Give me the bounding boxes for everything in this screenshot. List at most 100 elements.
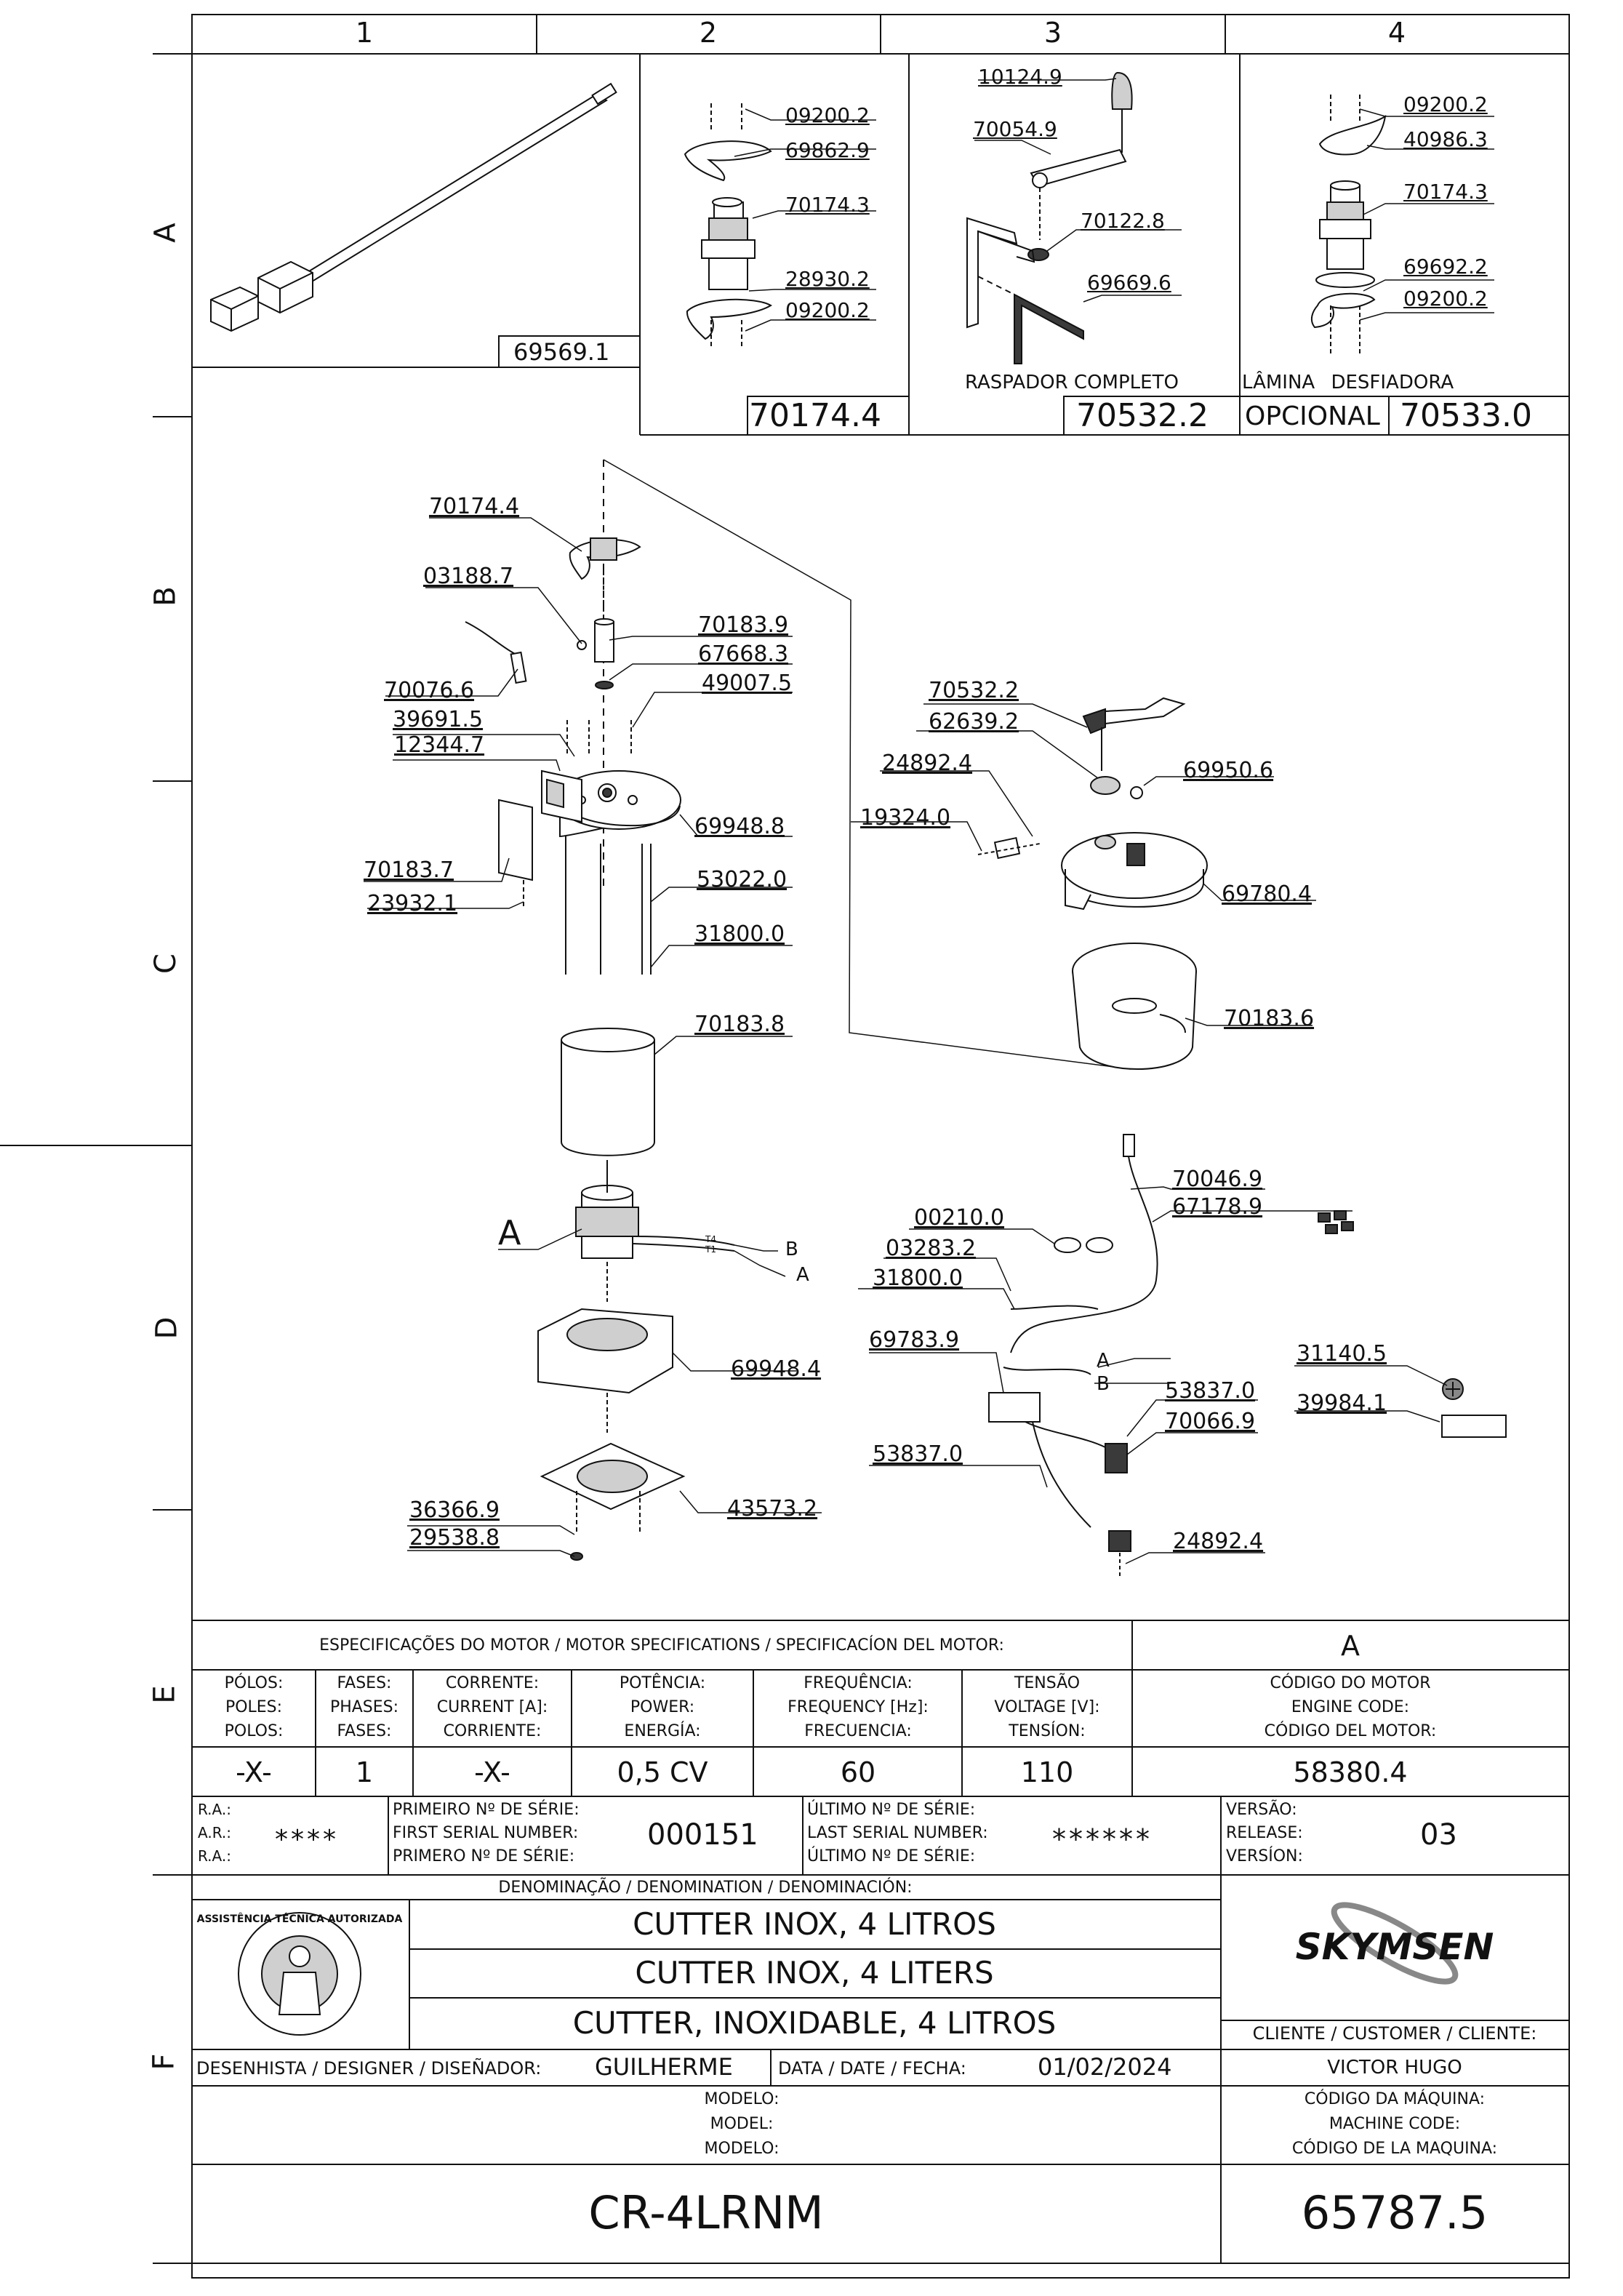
- machine-code-label: CÓDIGO DE LA MAQUINA:: [1291, 2140, 1498, 2158]
- machine-code-label: MACHINE CODE:: [1329, 2115, 1461, 2133]
- spec-label: CÓDIGO DEL MOTOR:: [1264, 1722, 1437, 1740]
- first-serial-label: PRIMEIRO Nº DE SÉRIE:: [393, 1801, 580, 1819]
- spec-label: FASES:: [337, 1674, 392, 1692]
- spec-value-power: 0,5 CV: [617, 1756, 708, 1788]
- first-serial-value: 000151: [647, 1818, 758, 1852]
- product-name-es: CUTTER, INOXIDABLE, 4 LITROS: [572, 2005, 1057, 2041]
- part-callout: 70183.6: [1224, 1006, 1315, 1031]
- spec-value-poles: -X-: [236, 1756, 272, 1788]
- spec-label: FREQUENCY [Hz]:: [788, 1698, 929, 1716]
- part-callout: 36366.9: [409, 1497, 500, 1523]
- wire-label: A: [796, 1264, 809, 1286]
- callout-leader-lines: [364, 78, 1494, 1564]
- part-callout: 12344.7: [394, 732, 485, 758]
- grid-col-3: 3: [1043, 17, 1062, 49]
- last-serial-label: LAST SERIAL NUMBER:: [807, 1824, 988, 1842]
- wire-label: B: [785, 1239, 798, 1260]
- customer-value: VICTOR HUGO: [1327, 2057, 1462, 2079]
- wire-label: T4: [705, 1234, 716, 1244]
- grid-row-b: B: [148, 586, 183, 607]
- part-callout: 67178.9: [1172, 1194, 1263, 1220]
- spec-value-current: -X-: [474, 1756, 510, 1788]
- wire-label: T1: [705, 1244, 716, 1255]
- spec-label: FREQUÊNCIA:: [804, 1674, 913, 1692]
- part-callout: 70532.2: [929, 678, 1019, 703]
- customer-label: CLIENTE / CUSTOMER / CLIENTE:: [1252, 2023, 1537, 2044]
- detail1-code: 69569.1: [513, 338, 610, 366]
- machine-code-label: CÓDIGO DA MÁQUINA:: [1304, 2090, 1486, 2108]
- detail-shredder-blade: [1310, 95, 1387, 356]
- spec-label: POLES:: [225, 1698, 283, 1716]
- model-label: MODEL:: [710, 2115, 774, 2133]
- detail4-code: 70533.0: [1400, 397, 1532, 434]
- grid-row-c: C: [148, 953, 183, 974]
- part-callout: 69780.4: [1222, 881, 1313, 907]
- motor-callout: A: [498, 1213, 521, 1252]
- part-callout: 67668.3: [698, 641, 789, 667]
- denomination-heading: DENOMINAÇÃO / DENOMINATION / DENOMINACIÓ…: [498, 1879, 913, 1897]
- part-callout: 69948.4: [731, 1356, 822, 1382]
- part-callout: 62639.2: [929, 709, 1019, 735]
- grid-row-f: F: [147, 2053, 181, 2071]
- ar-label: A.R.:: [198, 1824, 231, 1841]
- detail2-part: 69862.9: [785, 138, 870, 162]
- spec-label: ENERGÍA:: [624, 1722, 701, 1740]
- spec-label: VOLTAGE [V]:: [994, 1698, 1100, 1716]
- wire-label: A: [1097, 1350, 1110, 1372]
- bowl-exploded-view: [977, 697, 1208, 1070]
- grid-row-a: A: [148, 223, 183, 243]
- detail4-part: 40986.3: [1403, 127, 1488, 151]
- spec-label: CORRENTE:: [445, 1674, 540, 1692]
- detail-scraper-rod: [210, 82, 617, 332]
- part-callout: 49007.5: [702, 671, 793, 696]
- detail3-part: 70122.8: [1081, 209, 1165, 233]
- detail2-code: 70174.4: [749, 397, 881, 434]
- part-callout: 53837.0: [1165, 1378, 1256, 1404]
- part-callout: 70066.9: [1165, 1409, 1256, 1434]
- electrical-assembly: [988, 1134, 1507, 1578]
- date-label: DATA / DATE / FECHA:: [778, 2058, 966, 2079]
- part-callout: 39984.1: [1297, 1391, 1387, 1416]
- model-value: CR-4LRNM: [588, 2186, 824, 2239]
- grid-col-1: 1: [355, 17, 374, 49]
- part-callout: 39691.5: [393, 707, 484, 732]
- detail3-part: 10124.9: [978, 65, 1062, 89]
- detail4-part: 70174.3: [1403, 180, 1488, 204]
- spec-label: PHASES:: [329, 1698, 399, 1716]
- part-callout: 43573.2: [727, 1496, 818, 1521]
- ra-label: R.A.:: [198, 1801, 231, 1818]
- part-callout: 70046.9: [1172, 1167, 1263, 1192]
- part-callout: 24892.4: [882, 751, 973, 776]
- main-exploded-view: [465, 459, 1131, 1561]
- spec-value-frequency: 60: [840, 1756, 876, 1788]
- detail3-part: 70054.9: [973, 117, 1057, 141]
- detail-scraper-complete: [966, 71, 1133, 364]
- ra-value: ****: [275, 1825, 339, 1855]
- spec-label: TENSÃO: [1014, 1674, 1081, 1692]
- detail2-part: 70174.3: [785, 193, 870, 217]
- detail4-part: 09200.2: [1403, 287, 1488, 311]
- version-label: VERSÍON:: [1226, 1847, 1303, 1865]
- part-callout: 53022.0: [697, 867, 788, 892]
- skymsen-logo: SKYMSEN: [1295, 1926, 1494, 1968]
- part-callout: 19324.0: [860, 805, 951, 831]
- spec-label: POLOS:: [224, 1722, 284, 1740]
- spec-label: CÓDIGO DO MOTOR: [1270, 1674, 1431, 1692]
- detail2-part: 09200.2: [785, 103, 870, 127]
- version-label: RELEASE:: [1226, 1824, 1303, 1842]
- last-serial-label: ÚLTIMO Nº DE SÉRIE:: [807, 1801, 976, 1819]
- grid-row-e: E: [148, 1685, 182, 1704]
- spec-label: FRECUENCIA:: [804, 1722, 912, 1740]
- part-callout: 70076.6: [384, 678, 475, 703]
- designer-label: DESENHISTA / DESIGNER / DISEÑADOR:: [196, 2058, 542, 2079]
- part-callout: 00210.0: [914, 1205, 1005, 1231]
- model-label: MODELO:: [704, 2140, 780, 2158]
- detail4-caption: LÂMINA DESFIADORA: [1242, 372, 1454, 393]
- part-callout: 70174.4: [429, 494, 520, 519]
- spec-label: FASES:: [337, 1722, 392, 1740]
- machine-code-value: 65787.5: [1301, 2186, 1488, 2239]
- part-callout: 69783.9: [869, 1327, 960, 1353]
- ra-label: R.A.:: [198, 1847, 231, 1865]
- part-callout: 53837.0: [873, 1441, 963, 1467]
- motor-letter: A: [1341, 1630, 1360, 1662]
